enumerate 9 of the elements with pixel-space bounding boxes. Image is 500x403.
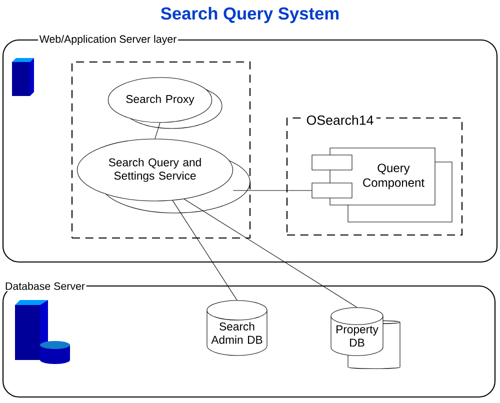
database-cylinder: Search Admin DB	[206, 300, 268, 356]
dashed-container	[71, 61, 251, 239]
connector-line	[232, 190, 312, 191]
connector-line	[172, 200, 238, 300]
title: Search Query System	[160, 6, 338, 24]
connector-line	[154, 122, 160, 139]
component-box: Query Component	[312, 148, 452, 222]
connector-line	[184, 198, 358, 308]
database-cylinder: Property DB	[330, 307, 400, 369]
